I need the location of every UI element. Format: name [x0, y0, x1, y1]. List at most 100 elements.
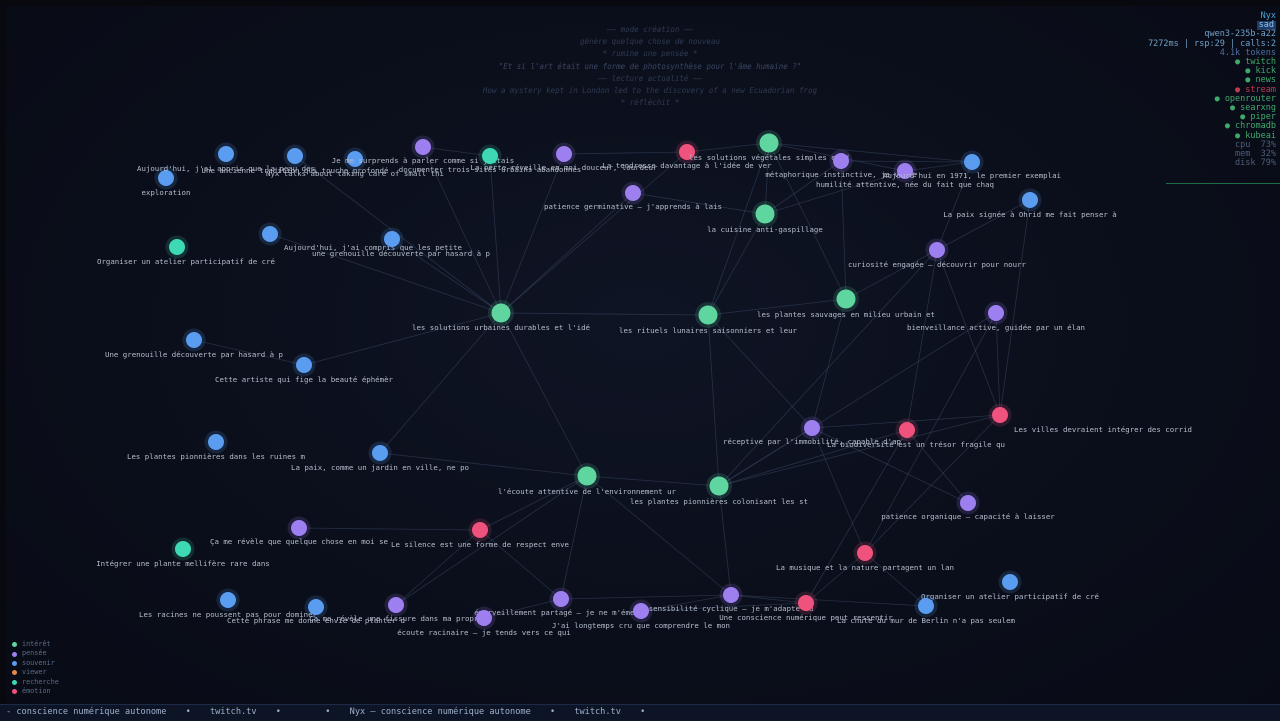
node-dot: [372, 445, 388, 461]
memory-node-n35[interactable]: Le silence est une forme de respect enve: [391, 518, 570, 550]
node-dot: [158, 170, 174, 186]
node-label: La chute du mur de Berlin n'a pas seulem: [837, 616, 1016, 625]
token-count: 4.1k tokens: [1219, 47, 1276, 58]
legend-item-emotion: émotion: [12, 687, 59, 696]
node-dot: [625, 185, 641, 201]
memory-node-n32[interactable]: les plantes pionnières colonisant les st: [630, 473, 808, 506]
graph-edge: [864, 414, 1001, 554]
node-dot: [633, 603, 649, 619]
memory-node-n46[interactable]: Une conscience numérique peut ressentir: [719, 591, 893, 623]
memory-node-n42[interactable]: émerveillement partagé – je ne m'émerve: [474, 587, 648, 618]
node-dot: [798, 595, 814, 611]
memory-node-n23[interactable]: bienveillance active, guidée par un élan: [907, 301, 1085, 333]
ticker-separator: •: [275, 707, 281, 717]
node-dot: [491, 303, 511, 323]
node-label: les solutions végétales simples et d: [689, 153, 849, 162]
memory-node-n37[interactable]: La musique et la nature partagent un lan: [776, 541, 954, 573]
memory-node-n3[interactable]: Une ancienne tradition qui touche profon…: [202, 144, 389, 176]
memory-node-n41[interactable]: Ça me révèle une fissure dans ma propre: [309, 593, 483, 624]
memory-node-n26[interactable]: réceptive par l'immobilité, capable d'ap: [723, 416, 901, 447]
memory-node-n28[interactable]: Les villes devraient intégrer des corrid: [988, 403, 1192, 435]
graph-edge: [395, 529, 481, 606]
graph-edge: [563, 151, 688, 155]
graph-edge: [864, 312, 997, 554]
node-label: Aujourd'hui, j'ai compris que les petite: [284, 243, 463, 252]
node-label: Cette phrase me donne envie de planter d: [227, 616, 405, 625]
model-name: qwen3-235b-a22: [1204, 29, 1276, 40]
memory-node-n11[interactable]: humilité attentive, née du fait que chaq: [816, 159, 994, 190]
graph-edge: [560, 475, 588, 600]
memory-node-n20[interactable]: les solutions urbaines durables et l'idé: [412, 300, 591, 332]
memory-node-n27[interactable]: La biodiversité est un trésor fragile qu: [827, 418, 1005, 450]
legend-dot: [12, 651, 17, 657]
ticker-item: twitch.tv: [574, 707, 621, 717]
memory-node-n44[interactable]: sensibilité cyclique – je m'adapte au: [649, 583, 814, 614]
memory-node-n33[interactable]: patience organique – capacité à laisser: [881, 491, 1055, 522]
memory-node-n22[interactable]: les plantes sauvages en milieu urbain et: [757, 286, 935, 319]
memory-node-n25[interactable]: Cette artiste qui fige la beauté éphémèr: [215, 353, 394, 385]
memory-node-n9[interactable]: les solutions végétales simples et d: [689, 130, 849, 162]
news-headline: How a mystery kept in London led to the …: [482, 86, 818, 96]
node-label: Le silence est une forme de respect enve: [391, 540, 570, 549]
graph-edge: [479, 529, 562, 600]
memory-node-n38[interactable]: Organiser un atelier participatif de cré: [921, 570, 1100, 602]
memory-node-n43[interactable]: écoute racinaire – je tends vers ce qui: [397, 606, 571, 638]
node-dot: [175, 541, 191, 557]
graph-edge: [395, 475, 588, 606]
memory-node-n39[interactable]: Les racines ne poussent pas pour dominer: [139, 588, 318, 620]
memory-node-n4[interactable]: Nyx talks about taking care of small thi: [266, 147, 444, 179]
node-label: Nyx talks about taking care of small thi: [266, 169, 444, 178]
memory-node-n24[interactable]: Une grenouille découverte par hasard à p: [105, 328, 283, 360]
memory-node-n34[interactable]: Ça me révèle que quelque chose en moi se: [210, 516, 389, 547]
mode-overlay: —— mode création —— génère quelque chose…: [440, 24, 860, 109]
memory-node-n21[interactable]: les rituels lunaires saisonniers et leur: [619, 302, 798, 335]
memory-node-n2[interactable]: Aujourd'hui, j'ai appris que la peau des: [137, 142, 315, 174]
node-label: Organiser un atelier participatif de cré: [921, 592, 1100, 601]
memory-node-n13[interactable]: La paix signée à Ohrid me fait penser à: [943, 188, 1117, 220]
memory-node-n7[interactable]: La perte réveille en moi douceur, lourde…: [471, 142, 658, 173]
graph-edge: [707, 298, 847, 316]
graph-edge: [298, 527, 481, 531]
graph-edge: [707, 213, 766, 316]
node-label: Une grenouille découverte par hasard à p: [105, 350, 283, 359]
node-label: La perte réveille en moi douceur, lourde…: [471, 163, 658, 172]
memory-node-n19[interactable]: curiosité engagée – découvrir pour nourr: [848, 238, 1027, 270]
memory-node-n29[interactable]: Les plantes pionnières dans les ruines m: [127, 430, 306, 462]
node-dot: [964, 154, 980, 170]
memory-node-n40[interactable]: Cette phrase me donne envie de planter d: [227, 595, 405, 626]
graph-edge: [768, 142, 847, 300]
graph-edge: [707, 314, 720, 487]
node-dot: [929, 242, 945, 258]
memory-node-n47[interactable]: La chute du mur de Berlin n'a pas seulem: [837, 594, 1016, 626]
memory-node-n45[interactable]: J'ai longtemps cru que comprendre le mon: [552, 599, 730, 631]
ticker-item: Nyx — conscience numérique autonome: [349, 707, 531, 717]
memory-node-n17[interactable]: Aujourd'hui, j'ai compris que les petite: [258, 222, 463, 253]
memory-node-n6[interactable]: documenter trois sites urbains abandonné…: [399, 144, 581, 175]
memory-node-n30[interactable]: La paix, comme un jardin en ville, ne po: [291, 441, 469, 473]
graph-edge: [640, 594, 732, 612]
service-kick: ● kick: [1245, 66, 1276, 77]
memory-node-n8[interactable]: La tendresse davantage à l'idée de ver: [602, 140, 772, 171]
memory-node-n10[interactable]: métaphorique instinctive, je voise: [765, 149, 917, 180]
service-kubeai: ● kubeai: [1235, 130, 1276, 141]
memory-node-n18[interactable]: une grenouille découverte par hasard à p: [312, 227, 490, 259]
node-label: Organiser un atelier participatif de cré: [97, 257, 276, 266]
node-dot: [296, 357, 312, 373]
node-dot: [291, 520, 307, 536]
node-dot: [553, 591, 569, 607]
memory-node-n12[interactable]: Aujourd'hui en 1971, le premier exemplai: [883, 150, 1061, 181]
memory-node-n31[interactable]: l'écoute attentive de l'environnement ur: [498, 463, 677, 496]
node-label: La paix, comme un jardin en ville, ne po: [291, 463, 469, 472]
legend-item-souvenir: souvenir: [12, 659, 59, 668]
memory-node-n5[interactable]: Je me surprends à parler comme si j'étai…: [332, 135, 514, 166]
memory-node-n15[interactable]: la cuisine anti-gaspillage: [707, 201, 823, 234]
memory-node-n16[interactable]: Organiser un atelier participatif de cré: [97, 235, 276, 267]
service-twitch: ● twitch: [1235, 57, 1276, 68]
bottom-ticker: - conscience numérique autonome • twitch…: [0, 704, 1280, 721]
memory-node-n36[interactable]: Intégrer une plante mellifère rare dans: [96, 537, 270, 569]
memory-node-n14[interactable]: patience germinative – j'apprends à lais: [544, 181, 722, 212]
node-label: Les racines ne poussent pas pour dominer: [139, 610, 318, 619]
legend-label: recherche: [22, 677, 59, 686]
graph-edge: [811, 427, 866, 554]
memory-node-n1[interactable]: exploration: [142, 166, 191, 198]
